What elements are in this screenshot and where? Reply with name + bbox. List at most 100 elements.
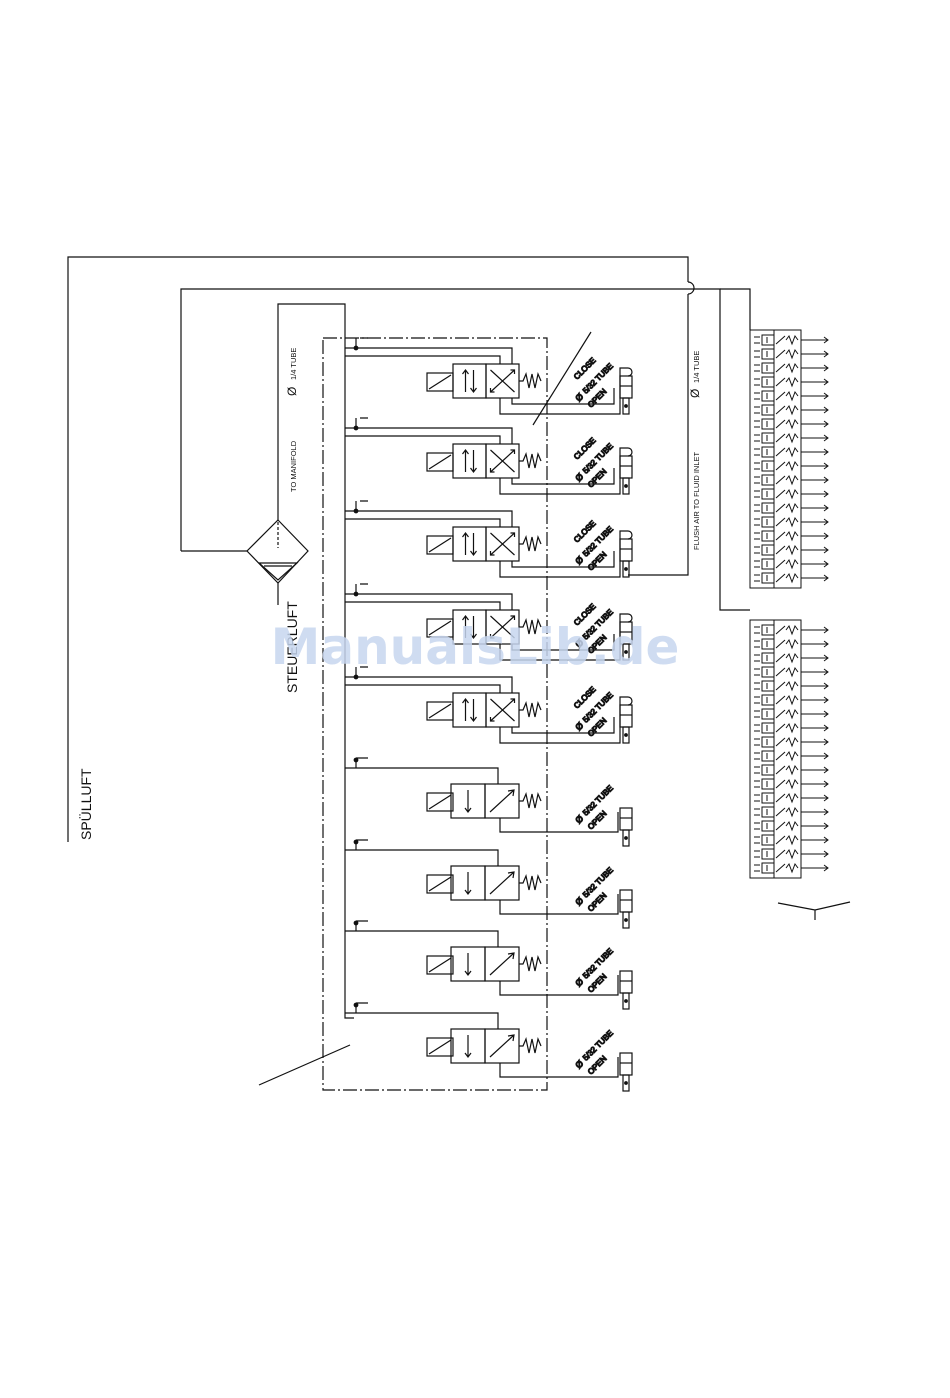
station-solenoid <box>754 865 760 871</box>
manifold-station <box>754 489 828 499</box>
station-spring <box>786 696 798 704</box>
station-solenoid <box>754 365 760 371</box>
manifold-station <box>754 807 828 817</box>
station-outlet-arrow <box>801 655 828 661</box>
station-valve-box <box>762 377 774 387</box>
flow-arrow-up <box>463 450 469 472</box>
tube-quarter-right-label: 1/4 TUBE <box>692 351 701 383</box>
actuator-cylinder <box>620 808 632 830</box>
manifold-block-2 <box>750 620 828 878</box>
station-solenoid <box>754 823 760 829</box>
station-flow-arrow <box>776 668 785 676</box>
return-spring <box>519 876 541 890</box>
close-port-hop <box>628 531 632 539</box>
phi-symbol: Ø <box>573 554 585 566</box>
station-spring <box>786 350 798 358</box>
manifold-station <box>754 363 828 373</box>
station-valve-box <box>762 723 774 733</box>
station-outlet-arrow <box>801 865 828 871</box>
station-solenoid <box>754 575 760 581</box>
return-spring <box>519 454 541 468</box>
actuator-cylinder <box>620 456 632 478</box>
station-outlet-arrow <box>801 739 828 745</box>
station-solenoid <box>754 421 760 427</box>
actuator-pin <box>625 837 628 840</box>
manifold-station <box>754 723 828 733</box>
manifold-station <box>754 349 828 359</box>
manifold-station <box>754 793 828 803</box>
station-valve-box <box>762 531 774 541</box>
station-valve-box <box>762 653 774 663</box>
return-spring <box>519 794 541 808</box>
station-flow-arrow <box>776 336 785 344</box>
station-valve-box <box>762 863 774 873</box>
manifold-station <box>754 765 828 775</box>
station-solenoid <box>754 711 760 717</box>
station-flow-arrow <box>776 532 785 540</box>
station-spring <box>786 766 798 774</box>
close-port-hop <box>628 697 632 705</box>
station-solenoid <box>754 795 760 801</box>
station-outlet-arrow <box>801 421 828 427</box>
station-solenoid <box>754 809 760 815</box>
station-solenoid <box>754 379 760 385</box>
station-spring <box>786 504 798 512</box>
valve-pilot-line <box>345 356 500 364</box>
station-flow-arrow <box>776 626 785 634</box>
station-flow-arrow <box>776 504 785 512</box>
station-flow-arrow <box>776 406 785 414</box>
manifold-station <box>754 751 828 761</box>
station-outlet-arrow <box>801 561 828 567</box>
station-spring <box>786 476 798 484</box>
manifold-station <box>754 335 828 345</box>
station-valve-box <box>762 433 774 443</box>
valve-supply-line <box>345 850 498 866</box>
valve-supply-line <box>345 931 498 947</box>
phi-symbol: Ø <box>573 391 585 403</box>
station-solenoid <box>754 627 760 633</box>
station-outlet-arrow <box>801 753 828 759</box>
station-solenoid <box>754 351 760 357</box>
solenoid-coil-slash <box>429 795 451 809</box>
station-valve-box <box>762 807 774 817</box>
station-valve-box <box>762 793 774 803</box>
station-spring <box>786 392 798 400</box>
station-spring <box>786 378 798 386</box>
solenoid-coil-slash <box>429 877 451 891</box>
manifold-station <box>754 667 828 677</box>
station-outlet-arrow <box>801 505 828 511</box>
station-outlet-arrow <box>801 851 828 857</box>
manifold-station <box>754 625 828 635</box>
station-spring <box>786 654 798 662</box>
station-outlet-arrow <box>801 435 828 441</box>
station-flow-arrow <box>776 738 785 746</box>
station-solenoid <box>754 477 760 483</box>
station-valve-box <box>762 709 774 719</box>
return-spring <box>519 537 541 551</box>
phi-symbol: Ø <box>573 895 585 907</box>
manifold-station <box>754 653 828 663</box>
station-flow-arrow <box>776 392 785 400</box>
return-spring <box>519 703 541 717</box>
station-valve-box <box>762 503 774 513</box>
solenoid-coil-slash <box>429 958 451 972</box>
manifold-station <box>754 639 828 649</box>
station-valve-box <box>762 335 774 345</box>
phi-symbol: Ø <box>573 1058 585 1070</box>
station-spring <box>786 532 798 540</box>
station-solenoid <box>754 435 760 441</box>
station-solenoid <box>754 641 760 647</box>
line-crossing-hop <box>688 282 694 294</box>
manifold-station <box>754 419 828 429</box>
actuator-pin <box>625 485 628 488</box>
actuator-pin <box>625 405 628 408</box>
flow-arrow-down <box>471 533 477 555</box>
station-solenoid <box>754 697 760 703</box>
station-outlet-arrow <box>801 449 828 455</box>
station-outlet-arrow <box>801 697 828 703</box>
station-spring <box>786 710 798 718</box>
station-outlet-arrow <box>801 379 828 385</box>
station-flow-arrow <box>776 710 785 718</box>
station-spring <box>786 864 798 872</box>
station-spring <box>786 668 798 676</box>
